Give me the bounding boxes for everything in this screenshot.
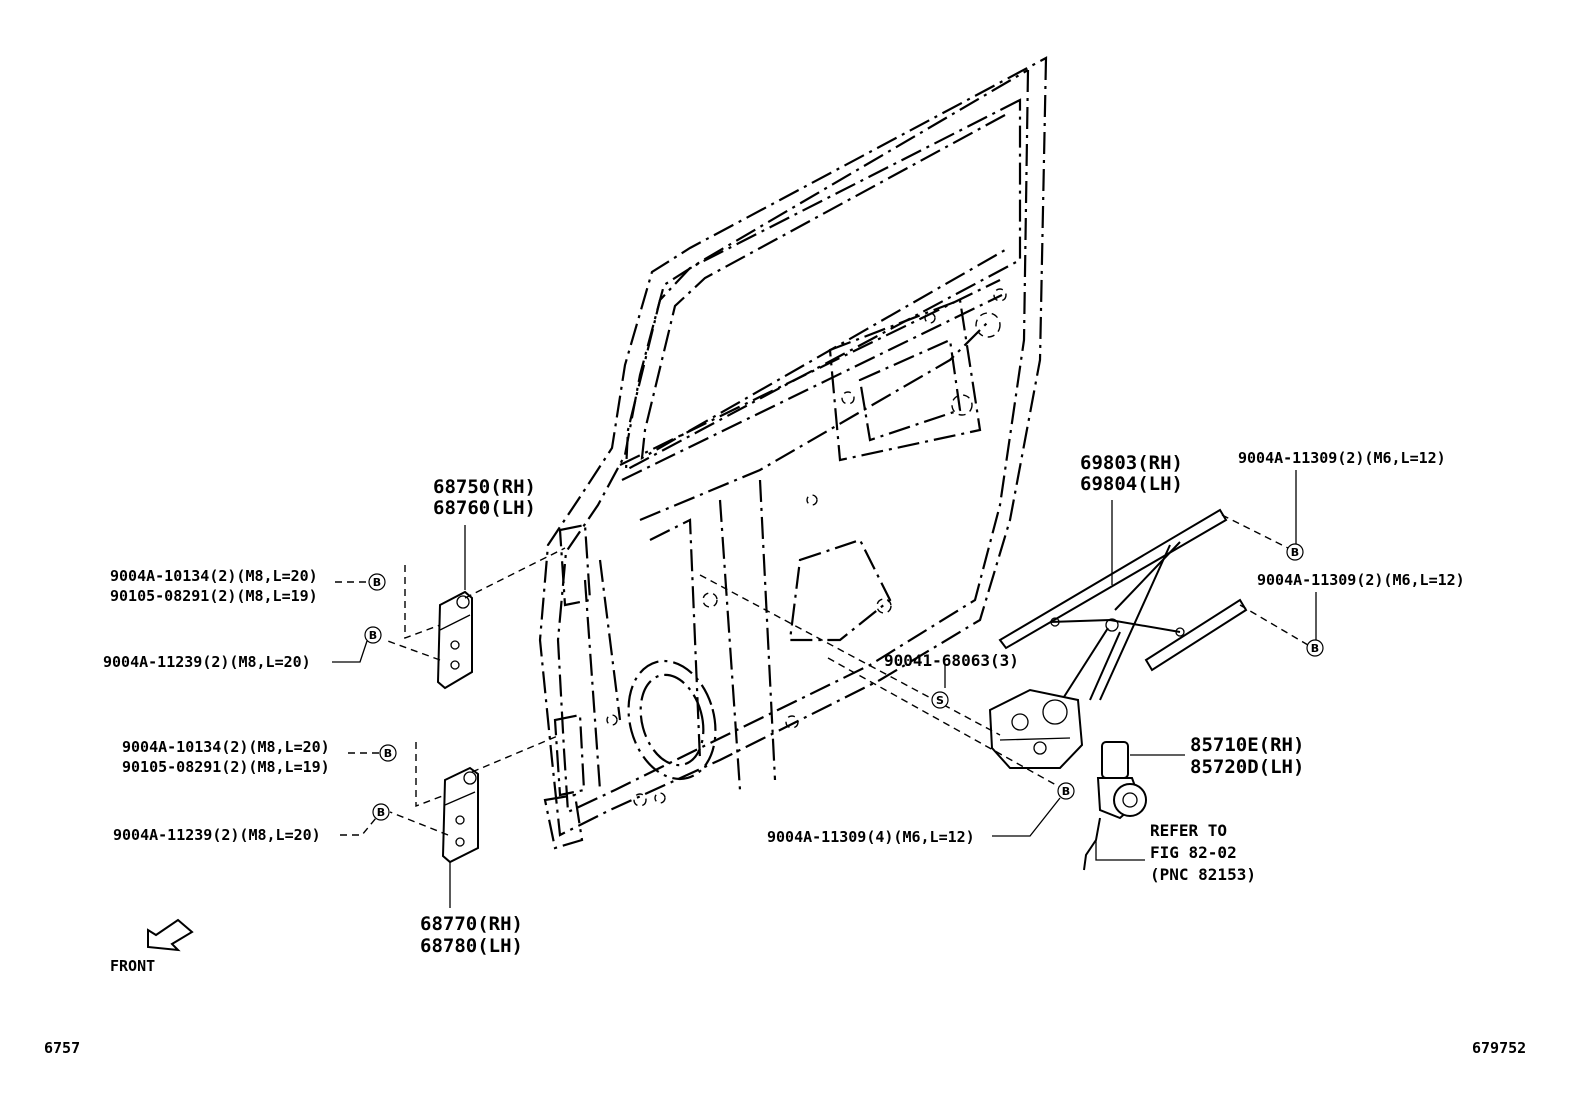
bolt-upper-c-label: 9004A-11239(2)(M8,L=20) xyxy=(103,653,311,671)
bolt-symbol-lower-c: B xyxy=(372,803,390,821)
corner-code-right: 679752 xyxy=(1472,1039,1526,1057)
refer-label-line1: REFER TO xyxy=(1150,821,1227,840)
upper-hinge xyxy=(436,590,473,690)
bolt-lower-b-label: 90105-08291(2)(M8,L=19) xyxy=(122,758,330,776)
hinge-lower-label-lh: 68780(LH) xyxy=(420,935,523,957)
bolt-upper-a-label: 9004A-10134(2)(M8,L=20) xyxy=(110,567,318,585)
bolt-reg-mid-label: 9004A-11309(2)(M6,L=12) xyxy=(1257,571,1465,589)
bolt-lower-c-label: 9004A-11239(2)(M8,L=20) xyxy=(113,826,321,844)
lower-hinge-link-2 xyxy=(389,811,449,836)
svg-text:B: B xyxy=(1291,546,1299,559)
lower-hinge-link xyxy=(471,734,561,773)
refer-leader xyxy=(1095,840,1145,861)
bolt-reg-top-label: 9004A-11309(2)(M6,L=12) xyxy=(1238,449,1446,467)
window-regulator xyxy=(988,508,1248,769)
bolt-symbol-reg-top: B xyxy=(1286,543,1304,561)
upper-hinge-link xyxy=(464,547,566,599)
svg-text:B: B xyxy=(1062,785,1070,798)
bolt-symbol-upper-a: B xyxy=(368,573,386,591)
refer-label-line2: FIG 82-02 xyxy=(1150,843,1237,862)
door-panel-outline xyxy=(538,56,1048,850)
bolt-symbol-upper-c: B xyxy=(364,626,382,644)
svg-text:B: B xyxy=(1311,642,1319,655)
corner-code-left: 6757 xyxy=(44,1039,80,1057)
hinge-upper-label-lh: 68760(LH) xyxy=(433,497,536,519)
motor-label-lh: 85720D(LH) xyxy=(1190,756,1304,778)
hinge-upper-label-rh: 68750(RH) xyxy=(433,476,536,498)
regulator-label-lh: 69804(LH) xyxy=(1080,473,1183,495)
bolt-symbol-reg-mid: B xyxy=(1306,639,1324,657)
front-arrow-icon xyxy=(147,918,194,952)
screw-label: 90041-68063(3) xyxy=(884,651,1019,670)
upper-hinge-link-2 xyxy=(384,639,441,661)
bolt-upper-b-label: 90105-08291(2)(M8,L=19) xyxy=(110,587,318,605)
bolt-lower-a-label: 9004A-10134(2)(M8,L=20) xyxy=(122,738,330,756)
refer-label-line3: (PNC 82153) xyxy=(1150,865,1256,884)
hinge-lower-label-rh: 68770(RH) xyxy=(420,913,523,935)
svg-text:B: B xyxy=(384,747,392,760)
regulator-label-rh: 69803(RH) xyxy=(1080,452,1183,474)
svg-text:S: S xyxy=(936,694,944,707)
lower-hinge xyxy=(441,766,479,864)
bolt-reg-low-label: 9004A-11309(4)(M6,L=12) xyxy=(767,828,975,846)
svg-text:B: B xyxy=(369,629,377,642)
motor-label-rh: 85710E(RH) xyxy=(1190,734,1304,756)
front-label: FRONT xyxy=(110,957,155,975)
window-motor xyxy=(1083,741,1147,871)
svg-text:B: B xyxy=(373,576,381,589)
bolt-symbol-reg-low: B xyxy=(1057,782,1075,800)
screw-symbol: S xyxy=(931,691,949,709)
bolt-symbol-lower-a: B xyxy=(379,744,397,762)
svg-text:B: B xyxy=(377,806,385,819)
